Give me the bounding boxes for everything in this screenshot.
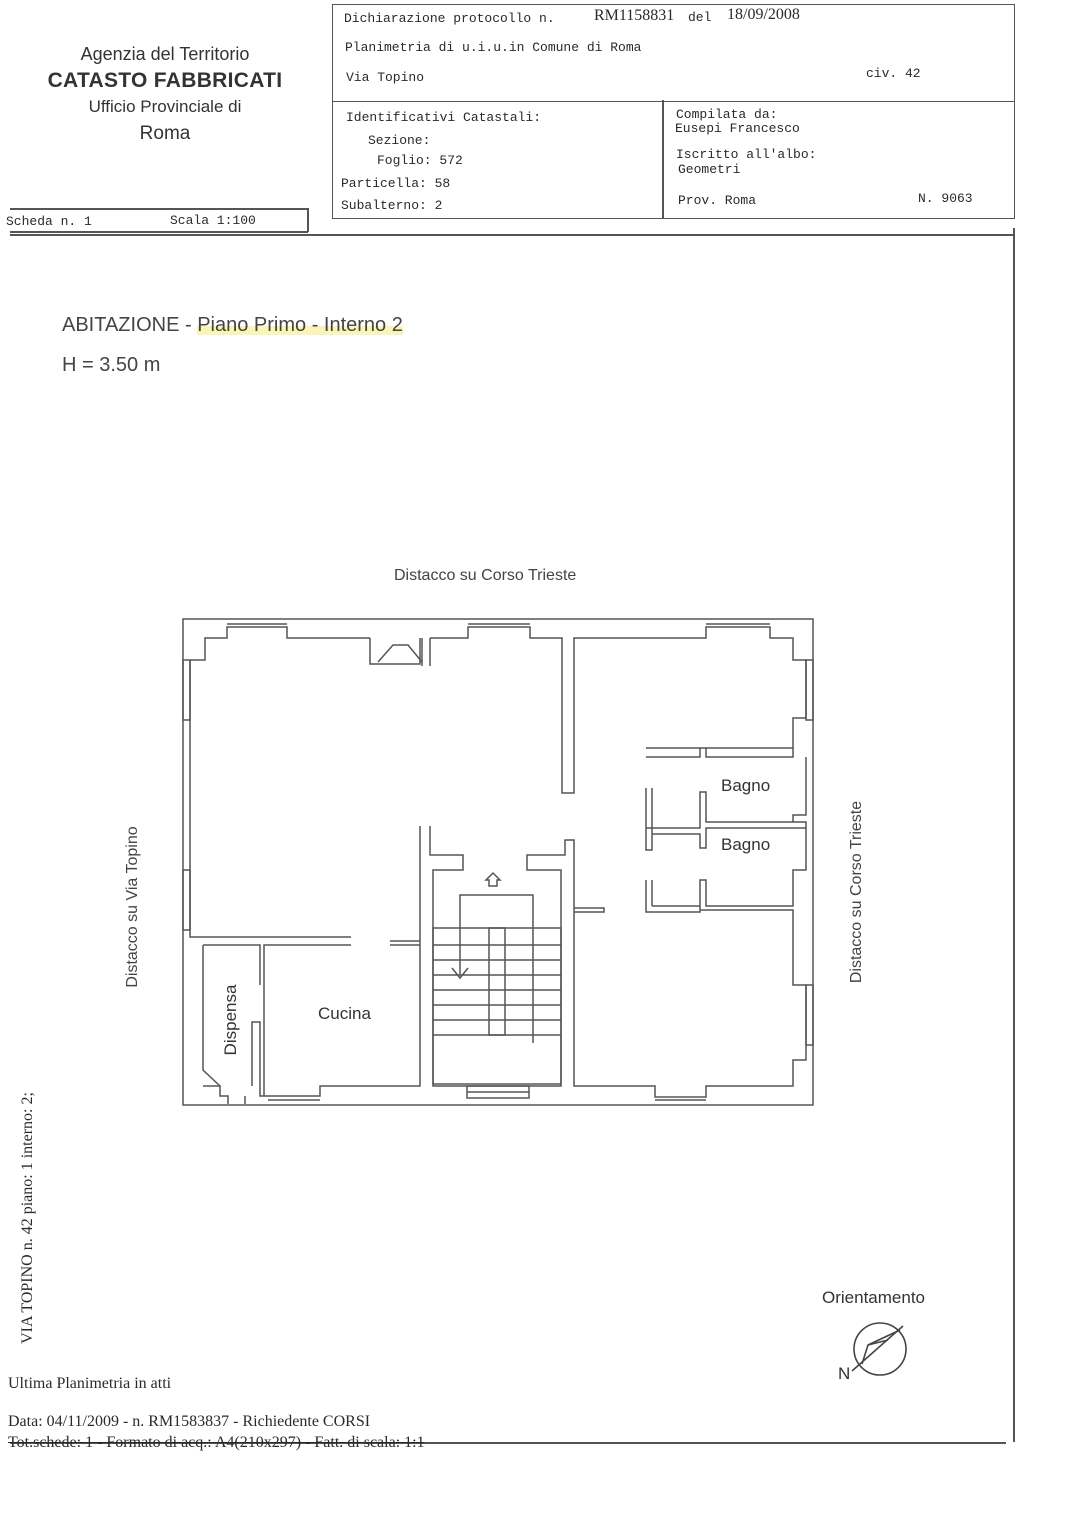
side-address-text: VIA TOPINO n. 42 piano: 1 interno: 2;: [19, 1092, 36, 1344]
plan-title-prefix: ABITAZIONE -: [62, 314, 198, 336]
agency-block: Agenzia del Territorio CATASTO FABBRICAT…: [35, 44, 295, 145]
scheda-number: Scheda n. 1: [6, 214, 92, 229]
catasto-title: CATASTO FABBRICATI: [47, 69, 283, 92]
del-label: del: [688, 10, 712, 25]
room-bagno-2: Bagno: [721, 835, 771, 854]
footer-request: Data: 04/11/2009 - n. RM1583837 - Richie…: [8, 1413, 371, 1430]
office-name: Ufficio Provinciale di: [88, 97, 242, 116]
albo: Geometri: [678, 162, 741, 177]
compilata-label: Compilata da:: [676, 107, 778, 122]
north-label: N: [838, 1364, 851, 1383]
top-distance-label: Distacco su Corso Trieste: [394, 567, 577, 584]
street-line: Via Topino: [346, 70, 425, 85]
identifiers-box: [332, 100, 1015, 219]
office-city: Roma: [139, 123, 191, 144]
scheda-scale: Scala 1:100: [170, 213, 256, 228]
protocol-label: Dichiarazione protocollo n.: [344, 11, 555, 26]
particella: Particella: 58: [341, 176, 451, 191]
agency-name: Agenzia del Territorio: [80, 44, 250, 64]
civic-number: civ. 42: [866, 66, 921, 81]
plan-title: ABITAZIONE - Piano Primo - Interno 2: [62, 314, 403, 337]
compass-icon: [851, 1322, 907, 1376]
compiler-name: Eusepi Francesco: [675, 121, 800, 136]
foglio: Foglio: 572: [377, 153, 463, 168]
footer-format: Tot.schede: 1 - Formato di acq.: A4(210x…: [8, 1434, 425, 1451]
protocol-number: RM1158831: [594, 7, 675, 24]
room-dispensa: Dispensa: [221, 984, 240, 1056]
room-height: H = 3.50 m: [62, 354, 161, 376]
header-box: [332, 4, 1015, 102]
footer-last-plan: Ultima Planimetria in atti: [8, 1375, 172, 1392]
room-bagno-1: Bagno: [721, 776, 771, 795]
registration-number: N. 9063: [918, 191, 973, 206]
planimetria-line: Planimetria di u.i.u.in Comune di Roma: [345, 40, 642, 55]
iscritto-label: Iscritto all'albo:: [676, 147, 817, 162]
protocol-date: 18/09/2008: [727, 6, 800, 23]
subalterno: Subalterno: 2: [341, 198, 443, 213]
province: Prov. Roma: [678, 193, 757, 208]
orientation-label: Orientamento: [822, 1288, 925, 1307]
room-cucina: Cucina: [318, 1004, 371, 1023]
plan-title-floor: Piano Primo - Interno 2: [197, 314, 403, 336]
sezione: Sezione:: [368, 133, 431, 148]
identifiers-title: Identificativi Catastali:: [346, 110, 542, 125]
